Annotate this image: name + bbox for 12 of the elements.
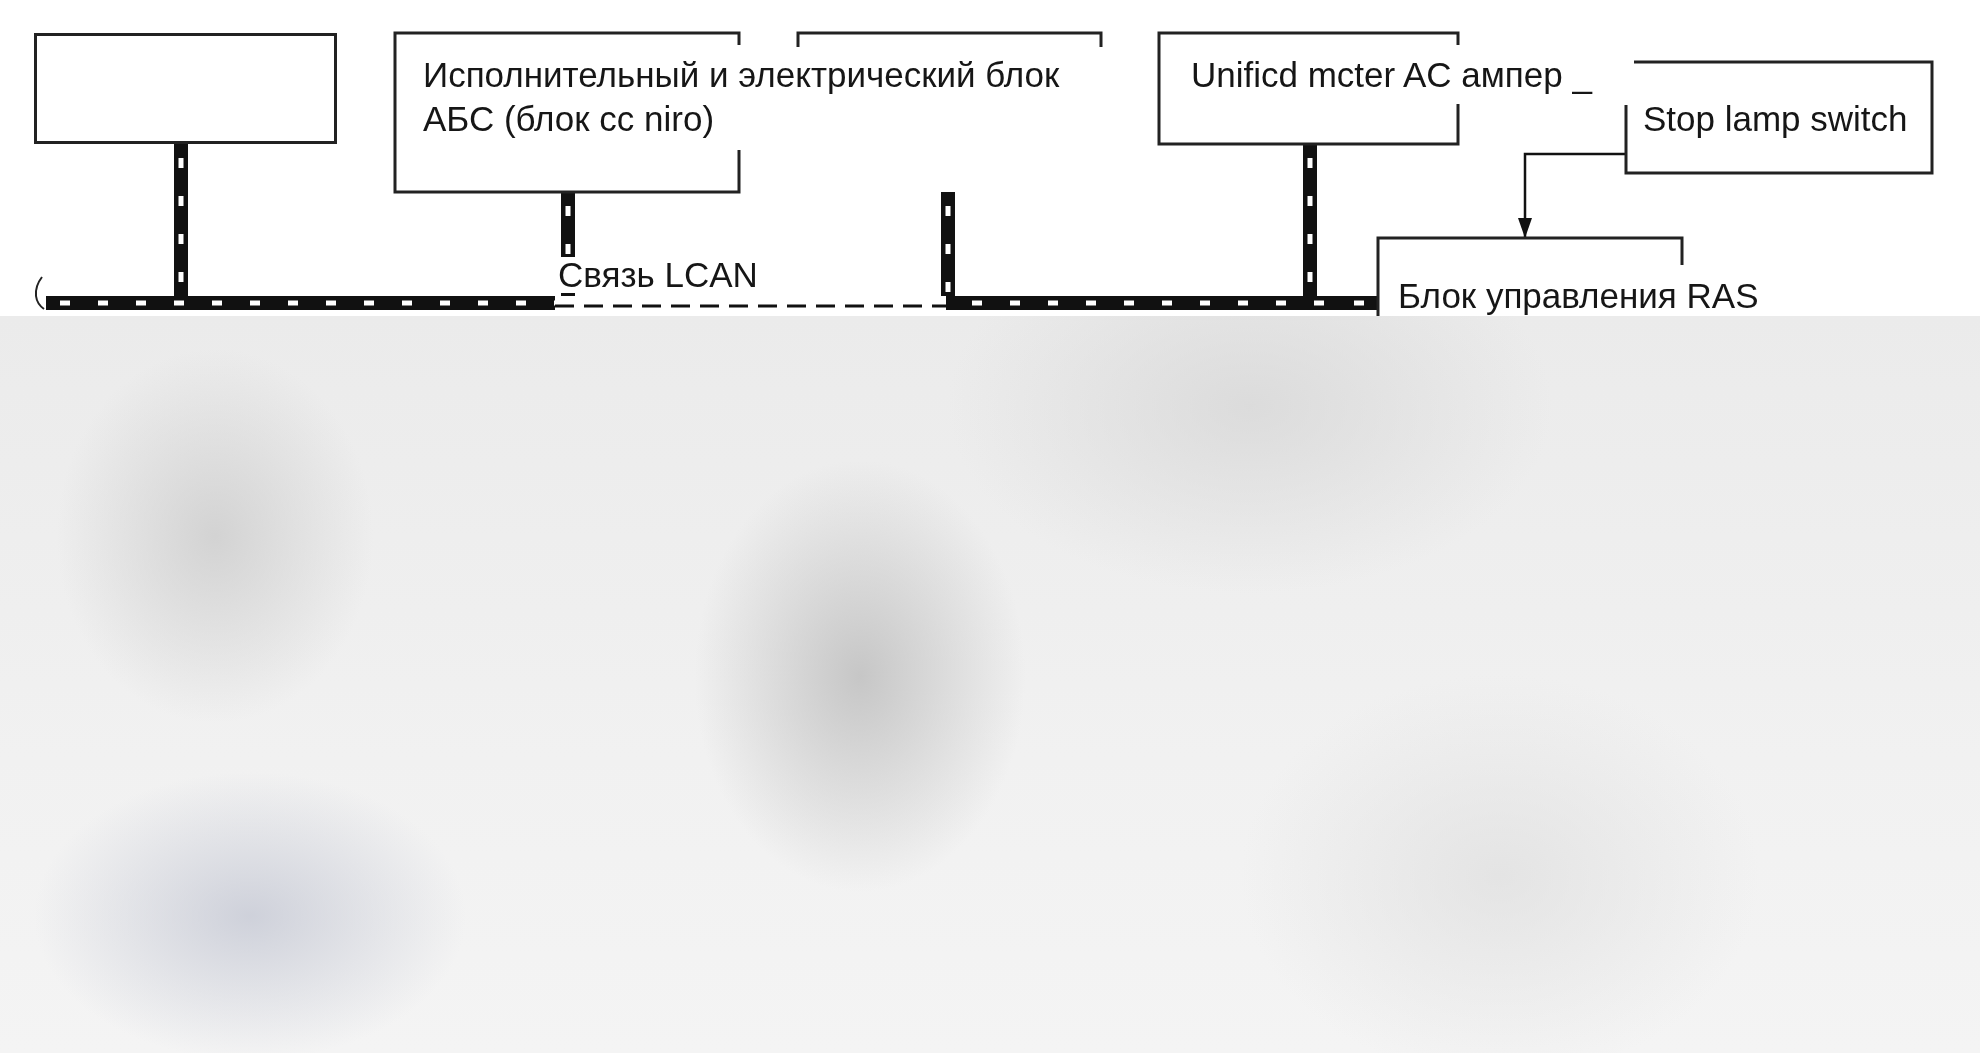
unit-box (1626, 62, 1933, 173)
bus-bar (46, 296, 1340, 310)
bus-line (174, 144, 188, 296)
empty-box (34, 33, 337, 144)
unit-name: Исполнительный и электрический блок АБС (блок cc niro) (423, 54, 1061, 140)
bus-line (1303, 144, 1317, 296)
unit-name: Блок управления RAS (1398, 276, 1759, 316)
bus-line (1340, 296, 1378, 310)
arrow (1518, 152, 1626, 238)
unit-name: Stop lamp switch (1643, 98, 1908, 140)
unit-name: Unificd mcter AC ампер _ (1191, 54, 1592, 96)
bus-line (941, 192, 955, 296)
